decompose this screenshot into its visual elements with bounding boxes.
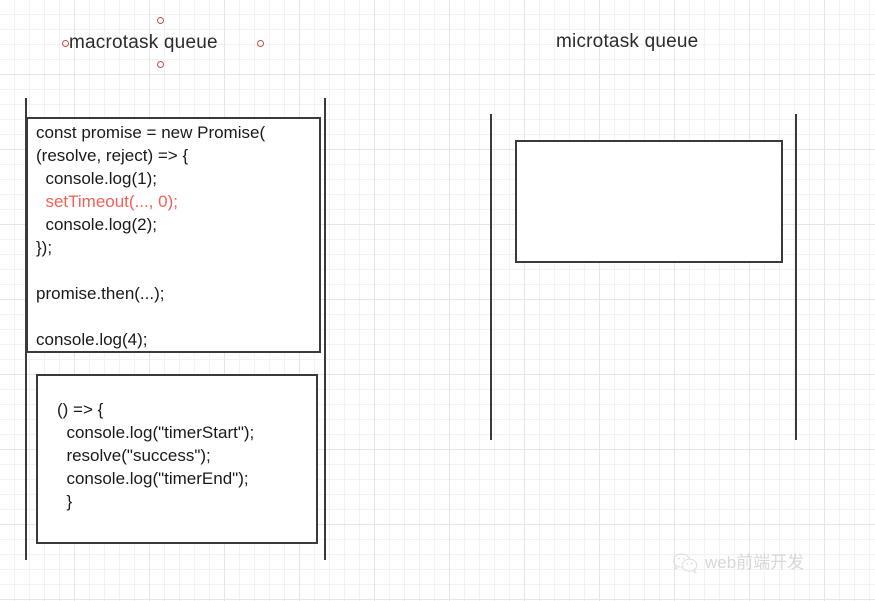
macrotask-timer-callback-box[interactable] [36, 374, 318, 544]
wechat-icon [672, 552, 698, 574]
selection-handle-bottom-icon[interactable] [157, 61, 164, 68]
macrotask-timer-callback-text: () => { console.log("timerStart"); resol… [57, 398, 254, 513]
microtask-queue-title: microtask queue [556, 31, 699, 52]
selection-handle-left-icon[interactable] [62, 40, 69, 47]
code-line [36, 259, 265, 282]
macrotask-main-code-box[interactable] [26, 117, 321, 353]
code-line: promise.then(...); [36, 284, 165, 303]
microtask-queue-empty-slot[interactable] [515, 140, 783, 263]
code-line: console.log(4); [36, 330, 148, 349]
code-line: console.log("timerEnd"); [57, 469, 249, 488]
code-line: console.log("timerStart"); [57, 423, 255, 442]
code-line: setTimeout(..., 0); [36, 192, 179, 211]
code-line: } [57, 492, 73, 511]
code-line: (resolve, reject) => { [36, 146, 189, 165]
code-line: resolve("success"); [57, 446, 211, 465]
code-line [36, 305, 265, 328]
code-line: const promise = new Promise( [36, 123, 266, 142]
code-line: console.log(1); [36, 169, 157, 188]
watermark-text: web前端开发 [705, 553, 805, 572]
watermark: web前端开发 [672, 552, 804, 574]
macrotask-main-code-text: const promise = new Promise( (resolve, re… [36, 121, 265, 351]
code-line: () => { [57, 400, 104, 419]
microtask-queue-left-rail [490, 114, 492, 440]
microtask-queue-right-rail [795, 114, 797, 440]
macrotask-queue-title: macrotask queue [69, 32, 218, 53]
selection-handle-right-icon[interactable] [257, 40, 264, 47]
macrotask-queue-right-rail [324, 98, 326, 560]
code-line: console.log(2); [36, 215, 157, 234]
code-line: }); [36, 238, 53, 257]
selection-handle-top-icon[interactable] [157, 17, 164, 24]
